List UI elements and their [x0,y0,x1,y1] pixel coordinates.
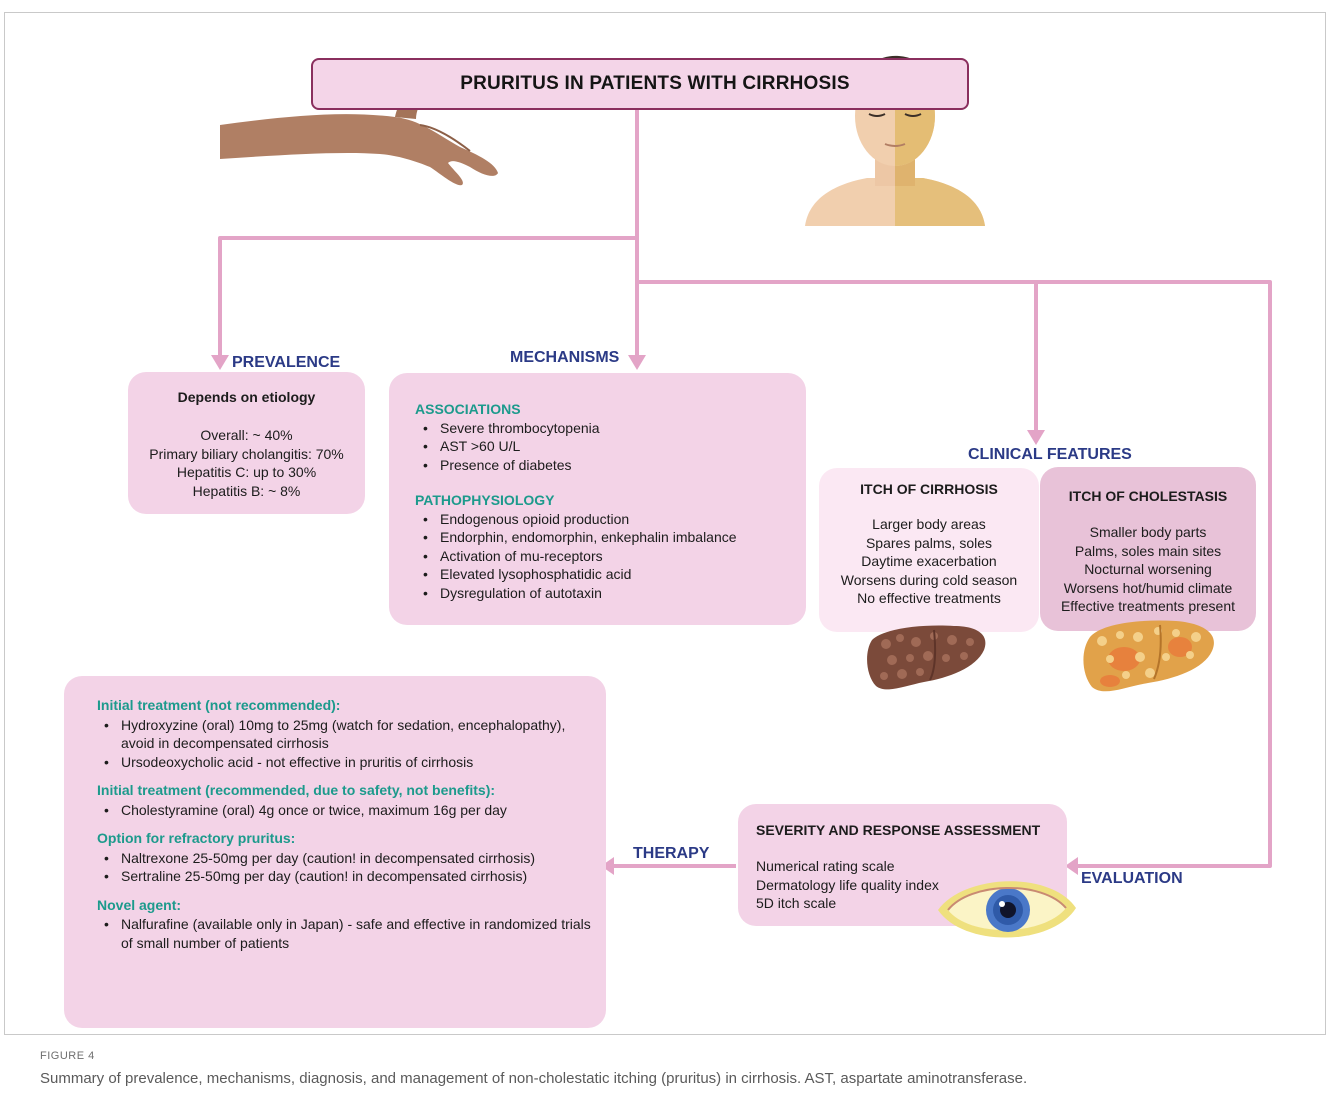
associations-title: ASSOCIATIONS [415,400,795,419]
therapy-group: Novel agent: Nalfurafine (available only… [97,896,597,953]
therapy-item: Naltrexone 25-50mg per day (caution! in … [89,849,597,868]
main-title: PRURITUS IN PATIENTS WITH CIRRHOSIS [311,58,969,110]
evaluation-lines: Numerical rating scale Dermatology life … [756,857,939,913]
itch-cirrhosis-title: ITCH OF CIRRHOSIS [819,480,1039,499]
therapy-item: Hydroxyzine (oral) 10mg to 25mg (watch f… [89,716,597,753]
itch-cirrhosis-line: Daytime exacerbation [819,552,1039,571]
evaluation-line: Dermatology life quality index [756,876,939,895]
therapy-item: Sertraline 25-50mg per day (caution! in … [89,867,597,886]
itch-cirrhosis-line: Larger body areas [819,515,1039,534]
arrow-mechanisms [628,355,646,370]
arrow-prevalence [211,355,229,370]
itch-cirrhosis-line: Spares palms, soles [819,534,1039,553]
cholestatic-liver-illustration [1080,615,1225,703]
therapy-group-title: Initial treatment (not recommended): [97,696,597,715]
association-item: Severe thrombocytopenia [408,419,795,438]
therapy-group-title: Initial treatment (recommended, due to s… [97,781,597,800]
pathophysiology-item: Endorphin, endomorphin, enkephalin imbal… [408,528,805,547]
prevalence-lines: Overall: ~ 40% Primary biliary cholangit… [128,426,365,500]
therapy-item: Ursodeoxycholic acid - not effective in … [89,753,597,772]
main-title-text: PRURITUS IN PATIENTS WITH CIRRHOSIS [460,73,849,95]
therapy-list: Initial treatment (not recommended): Hyd… [97,696,597,962]
therapy-group: Initial treatment (recommended, due to s… [97,781,597,819]
prevalence-line: Hepatitis B: ~ 8% [128,482,365,501]
itch-cirrhosis-line: No effective treatments [819,589,1039,608]
therapy-group-title: Novel agent: [97,896,597,915]
itch-cholestasis-line: Worsens hot/humid climate [1040,579,1256,598]
cirrhotic-liver-illustration [864,620,992,700]
itch-cirrhosis-box: ITCH OF CIRRHOSIS Larger body areas Spar… [819,468,1039,632]
pathophysiology-title: PATHOPHYSIOLOGY [415,491,805,510]
figure-caption: Summary of prevalence, mechanisms, diagn… [40,1070,1310,1087]
itch-cirrhosis-line: Worsens during cold season [819,571,1039,590]
therapy-group: Initial treatment (not recommended): Hyd… [97,696,597,771]
pathophysiology-item: Endogenous opioid production [408,510,805,529]
evaluation-title: SEVERITY AND RESPONSE ASSESSMENT [756,821,1040,840]
itch-cholestasis-line: Smaller body parts [1040,523,1256,542]
therapy-box: Initial treatment (not recommended): Hyd… [64,676,606,1028]
evaluation-line: Numerical rating scale [756,857,939,876]
pathophysiology-item: Elevated lysophosphatidic acid [408,565,805,584]
prevalence-heading: PREVALENCE [232,354,340,372]
therapy-group: Option for refractory pruritus: Naltrexo… [97,829,597,886]
arrow-clinical [1027,430,1045,445]
prevalence-subtitle: Depends on etiology [128,388,365,407]
figure-label: FIGURE 4 [40,1050,95,1062]
mechanisms-box: ASSOCIATIONS Severe thrombocytopenia AST… [389,373,806,625]
prevalence-line: Hepatitis C: up to 30% [128,463,365,482]
itch-cholestasis-line: Effective treatments present [1040,597,1256,616]
itch-cholestasis-box: ITCH OF CHOLESTASIS Smaller body parts P… [1040,467,1256,631]
association-item: Presence of diabetes [408,456,795,475]
therapy-item: Cholestyramine (oral) 4g once or twice, … [89,801,597,820]
itch-cholestasis-title: ITCH OF CHOLESTASIS [1040,487,1256,506]
mechanisms-heading: MECHANISMS [510,349,619,367]
evaluation-line: 5D itch scale [756,894,939,913]
itch-cholestasis-line: Palms, soles main sites [1040,542,1256,561]
itch-cholestasis-line: Nocturnal worsening [1040,560,1256,579]
jaundiced-eye-illustration [934,870,1080,948]
therapy-group-title: Option for refractory pruritus: [97,829,597,848]
itch-cholestasis-lines: Smaller body parts Palms, soles main sit… [1040,523,1256,616]
therapy-heading: THERAPY [633,845,709,863]
association-item: AST >60 U/L [408,437,795,456]
associations-section: ASSOCIATIONS Severe thrombocytopenia AST… [415,400,795,474]
prevalence-box: Depends on etiology Overall: ~ 40% Prima… [128,372,365,514]
pathophysiology-item: Activation of mu-receptors [408,547,805,566]
prevalence-line: Primary biliary cholangitis: 70% [128,445,365,464]
evaluation-heading: EVALUATION [1081,870,1183,888]
therapy-item: Nalfurafine (available only in Japan) - … [89,915,597,952]
itch-cirrhosis-lines: Larger body areas Spares palms, soles Da… [819,515,1039,608]
branch-left [220,238,637,357]
prevalence-line: Overall: ~ 40% [128,426,365,445]
clinical-heading: CLINICAL FEATURES [968,446,1132,464]
pathophysiology-section: PATHOPHYSIOLOGY Endogenous opioid produc… [415,491,805,602]
pathophysiology-item: Dysregulation of autotaxin [408,584,805,603]
